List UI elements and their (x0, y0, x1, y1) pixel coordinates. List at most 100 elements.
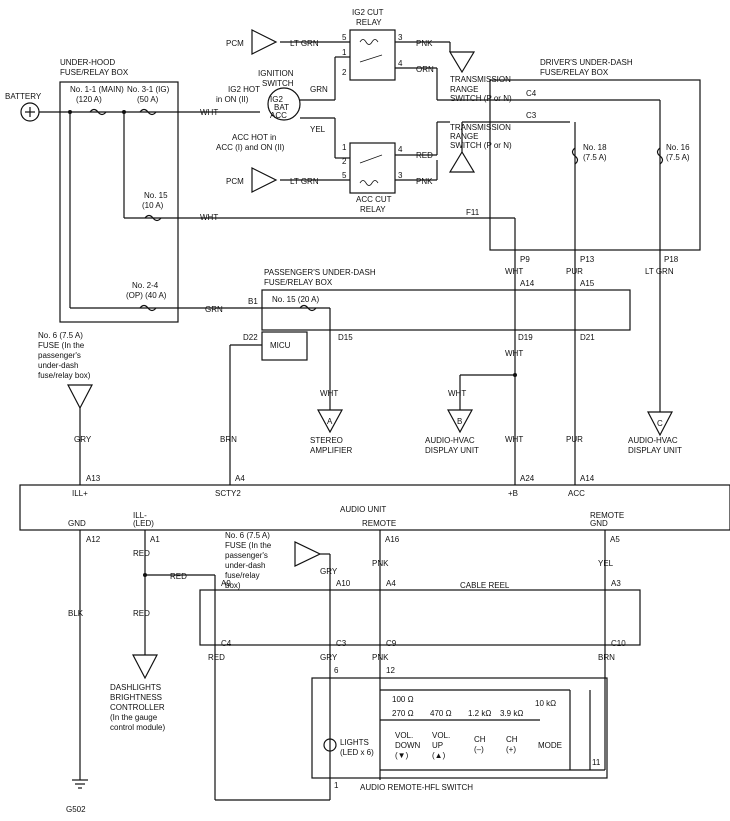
underhood-label-1: UNDER-HOOD (60, 58, 115, 67)
c4-pin: C4 (526, 89, 537, 98)
pin12: 12 (386, 666, 395, 675)
chm-label-1: CH (474, 735, 486, 744)
gry-fuse6: GRY (74, 435, 92, 444)
fuse15b-label: No. 15 (20 A) (272, 295, 319, 304)
acccut-label-1: ACC CUT (356, 195, 392, 204)
wht-d15: WHT (320, 389, 338, 398)
ig2cut-pin5: 5 (342, 33, 347, 42)
remote-gnd-2: GND (590, 519, 608, 528)
trs2-label-1: TRANSMISSION (450, 123, 511, 132)
trs2-label-3: SWITCH (P or N) (450, 141, 512, 150)
fuse18-label-2: (7.5 A) (583, 153, 607, 162)
pcm-buffer-1 (251, 29, 278, 55)
p18-pin: P18 (664, 255, 679, 264)
hfl-switch-box (311, 677, 608, 779)
fuse16-label-2: (7.5 A) (666, 153, 690, 162)
acccut-pin1: 1 (342, 143, 347, 152)
pcm-label-2: PCM (226, 177, 244, 186)
chp-label-2: (+) (506, 745, 516, 754)
ahvac-c-label-1: AUDIO-HVAC (628, 436, 678, 445)
ig2cut-pin4: 4 (398, 59, 403, 68)
pcm-label-1: PCM (226, 39, 244, 48)
wht-fuse15: WHT (200, 213, 218, 222)
dash-label-2: BRIGHTNESS (110, 693, 162, 702)
cable-reel-box (199, 589, 641, 646)
d15-pin: D15 (338, 333, 353, 342)
ig2cut-label-1: IG2 CUT (352, 8, 384, 17)
scty2-pin: SCTY2 (215, 489, 241, 498)
a15-pin: A15 (580, 279, 595, 288)
fuse6b-label-4: under-dash (225, 561, 265, 570)
gry-fuse6b: GRY (320, 567, 338, 576)
volu-label-2: UP (432, 741, 443, 750)
red-acc: RED (416, 151, 433, 160)
pur-acc: PUR (566, 435, 583, 444)
volu-label-3: (▲) (432, 751, 446, 760)
conn-a-label: A (327, 417, 333, 426)
conn-b-label: B (457, 417, 462, 426)
ltgrn-p18: LT GRN (645, 267, 674, 276)
fuse6b-label-3: passenger's (225, 551, 268, 560)
fuse6b-label-1: No. 6 (7.5 A) (225, 531, 270, 540)
acc-audio-pin: ACC (568, 489, 585, 498)
underhood-fuse-box (59, 81, 179, 323)
brn-d22: BRN (220, 435, 237, 444)
trs1-label-3: SWITCH (P or N) (450, 94, 512, 103)
driver-label-1: DRIVER'S UNDER-DASH (540, 58, 633, 67)
plusb-pin: +B (508, 489, 518, 498)
c10-reel-pin: C10 (611, 639, 626, 648)
ig2hot-label-1: IG2 HOT (228, 85, 260, 94)
ahvac-c-label-2: DISPLAY UNIT (628, 446, 682, 455)
acccut-pin3: 3 (398, 171, 403, 180)
a16-pin: A16 (385, 535, 400, 544)
red-a9: RED (170, 572, 187, 581)
dash-label-4: (In the gauge (110, 713, 158, 722)
r12k-label: 1.2 kΩ (468, 709, 491, 718)
conn-c-triangle (647, 411, 673, 437)
trs-1 (448, 51, 476, 74)
stereo-label-1: STEREO (310, 436, 343, 445)
fuse6-label-1: No. 6 (7.5 A) (38, 331, 83, 340)
blk-label: BLK (68, 609, 84, 618)
wht-d19: WHT (505, 349, 523, 358)
fuse6b-label-5: fuse/relay (225, 571, 260, 580)
dash-label-1: DASHLIGHTS (110, 683, 161, 692)
acccut-pin2: 2 (342, 157, 347, 166)
volu-label-1: VOL. (432, 731, 450, 740)
dashlights-triangle (132, 654, 158, 680)
trs1-label-1: TRANSMISSION (450, 75, 511, 84)
acccut-pin5: 5 (342, 171, 347, 180)
red-c4: RED (208, 653, 225, 662)
a3-pin: A3 (611, 579, 621, 588)
trs-2 (448, 150, 476, 173)
d22-pin: D22 (243, 333, 258, 342)
ill-plus-pin: ILL+ (72, 489, 88, 498)
cable-reel-label: CABLE REEL (460, 581, 510, 590)
fuse6b-label-6: box) (225, 581, 241, 590)
a24-pin: A24 (520, 474, 535, 483)
yel-ign: YEL (310, 125, 326, 134)
wires (19, 29, 730, 801)
acc-pin-sw: ACC (270, 111, 287, 120)
r100-label: 100 Ω (392, 695, 414, 704)
red-lower: RED (133, 609, 150, 618)
d21-pin: D21 (580, 333, 595, 342)
c3-pin: C3 (526, 111, 537, 120)
r270-label: 270 Ω (392, 709, 414, 718)
a14-pin: A14 (520, 279, 535, 288)
stereo-label-2: AMPLIFIER (310, 446, 352, 455)
a13-pin: A13 (86, 474, 101, 483)
battery-label: BATTERY (5, 92, 42, 101)
pnk-acc: PNK (416, 177, 433, 186)
a12-pin: A12 (86, 535, 101, 544)
wht-plusb: WHT (505, 435, 523, 444)
fuse-ig-label-1: No. 3-1 (IG) (127, 85, 170, 94)
ig2hot-label-2: in ON (II) (216, 95, 249, 104)
r10k-label: 10 kΩ (535, 699, 556, 708)
acccut-label-2: RELAY (360, 205, 386, 214)
pin6: 6 (334, 666, 339, 675)
ig2cut-pin1: 1 (342, 48, 347, 57)
g502-label: G502 (66, 805, 86, 814)
pass-label-2: FUSE/RELAY BOX (264, 278, 333, 287)
